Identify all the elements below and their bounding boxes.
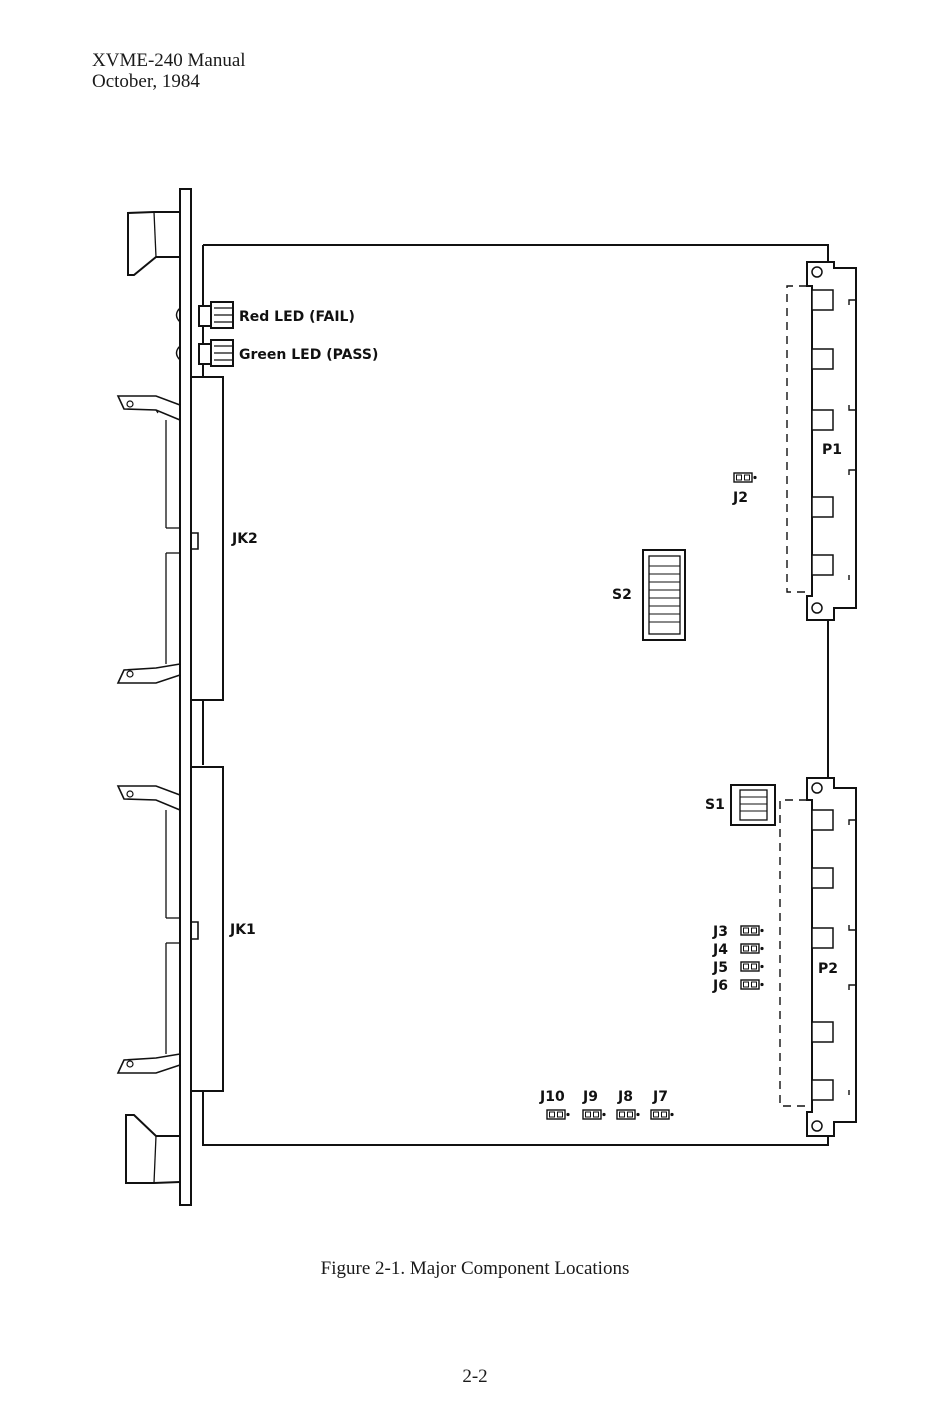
jk1-label: JK1 bbox=[229, 922, 256, 938]
j10-label: J10 bbox=[539, 1089, 565, 1105]
p2-label: P2 bbox=[818, 961, 838, 977]
jk1-connector bbox=[118, 767, 223, 1091]
front-panel bbox=[180, 189, 191, 1205]
j5-jumper bbox=[741, 962, 764, 971]
j8-label: J8 bbox=[617, 1089, 633, 1105]
j7-label: J7 bbox=[652, 1089, 668, 1105]
red-led-label: Red LED (FAIL) bbox=[239, 309, 355, 325]
green-led-label: Green LED (PASS) bbox=[239, 347, 378, 363]
s1-switch bbox=[731, 785, 775, 825]
bottom-ejector-handle bbox=[126, 1115, 180, 1183]
page-number: 2-2 bbox=[0, 1366, 950, 1388]
board-outline bbox=[203, 245, 828, 1145]
j10-jumper bbox=[547, 1110, 570, 1119]
j9-jumper bbox=[583, 1110, 606, 1119]
s2-switch bbox=[643, 550, 685, 640]
j6-jumper bbox=[741, 980, 764, 989]
j4-jumper bbox=[741, 944, 764, 953]
s2-label: S2 bbox=[612, 587, 632, 603]
j2-label: J2 bbox=[732, 490, 748, 506]
p2-connector bbox=[780, 778, 856, 1136]
j9-label: J9 bbox=[582, 1089, 598, 1105]
j3-jumper bbox=[741, 926, 764, 935]
j3-label: J3 bbox=[712, 924, 728, 940]
j2-jumper bbox=[734, 473, 757, 482]
j4-label: J4 bbox=[712, 942, 728, 958]
p1-label: P1 bbox=[822, 442, 842, 458]
j8-jumper bbox=[617, 1110, 640, 1119]
jk2-label: JK2 bbox=[231, 531, 258, 547]
j5-label: J5 bbox=[712, 960, 728, 976]
s1-label: S1 bbox=[705, 797, 725, 813]
j6-label: J6 bbox=[712, 978, 728, 994]
jk2-connector bbox=[118, 377, 223, 700]
j7-jumper bbox=[651, 1110, 674, 1119]
figure-caption: Figure 2-1. Major Component Locations bbox=[0, 1258, 950, 1280]
p1-connector bbox=[787, 262, 856, 620]
